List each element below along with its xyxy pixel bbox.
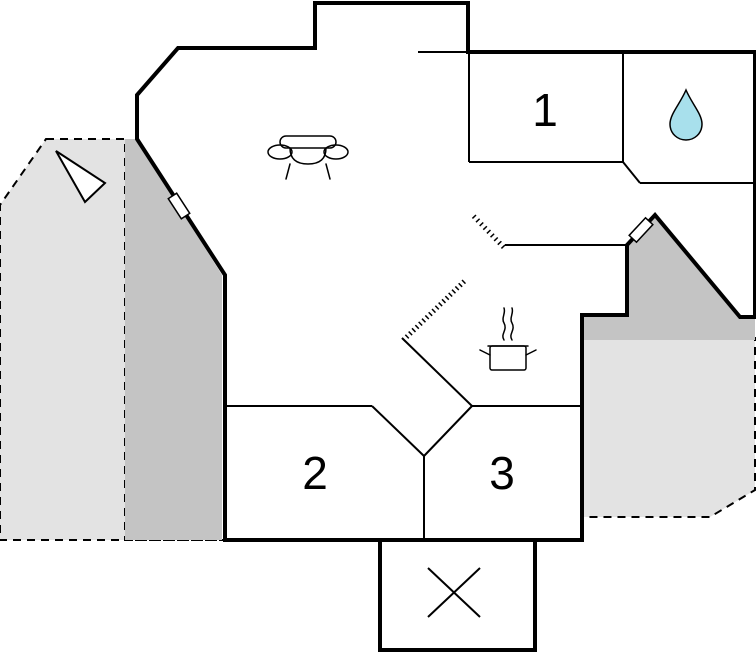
stair-tread xyxy=(401,337,407,343)
stair-tread xyxy=(493,236,499,242)
room-3-label: 3 xyxy=(489,447,515,499)
stair-tread xyxy=(479,221,484,227)
stair-tread xyxy=(482,225,488,231)
stair-tread xyxy=(486,229,492,235)
stair-tread xyxy=(431,308,437,314)
stair-tread xyxy=(414,324,420,330)
room-1-label: 1 xyxy=(532,84,558,136)
window-left xyxy=(167,192,191,220)
stairs-hatch-2 xyxy=(401,279,467,343)
stair-tread xyxy=(434,305,440,310)
stair-tread xyxy=(424,314,430,320)
stair-tread xyxy=(448,292,453,298)
outer-walls xyxy=(135,1,756,542)
stair-tread xyxy=(404,334,410,339)
stair-tread xyxy=(428,311,433,317)
stairs-hatch-1 xyxy=(471,214,506,250)
stair-tread xyxy=(441,298,447,304)
north-arrow-icon xyxy=(55,150,107,204)
stair-tread xyxy=(458,282,463,288)
stair-tread xyxy=(475,218,481,223)
stair-tread xyxy=(461,279,467,285)
stair-tread xyxy=(490,233,495,238)
left-terrace xyxy=(0,138,225,541)
void-cross-icon xyxy=(427,567,481,618)
stair-tread xyxy=(451,289,457,294)
stair-tread xyxy=(444,295,450,301)
right-covered-area xyxy=(582,215,755,340)
void-box xyxy=(378,538,537,652)
stair-tread xyxy=(411,327,417,333)
water-drop-icon xyxy=(669,88,703,141)
interior-walls xyxy=(225,51,755,540)
stair-tread xyxy=(454,285,460,291)
stair-tread xyxy=(497,240,502,246)
stair-tread xyxy=(418,321,423,327)
window-right xyxy=(628,216,654,244)
stair-tread xyxy=(408,331,413,336)
stair-tread xyxy=(421,318,427,323)
left-covered-area xyxy=(125,139,222,540)
cooking-pot-icon xyxy=(479,307,537,371)
sofa-icon xyxy=(267,135,349,180)
stair-tread xyxy=(438,302,443,307)
room-2-label: 2 xyxy=(302,447,328,499)
stair-tread xyxy=(471,214,477,220)
stair-tread xyxy=(500,244,506,250)
